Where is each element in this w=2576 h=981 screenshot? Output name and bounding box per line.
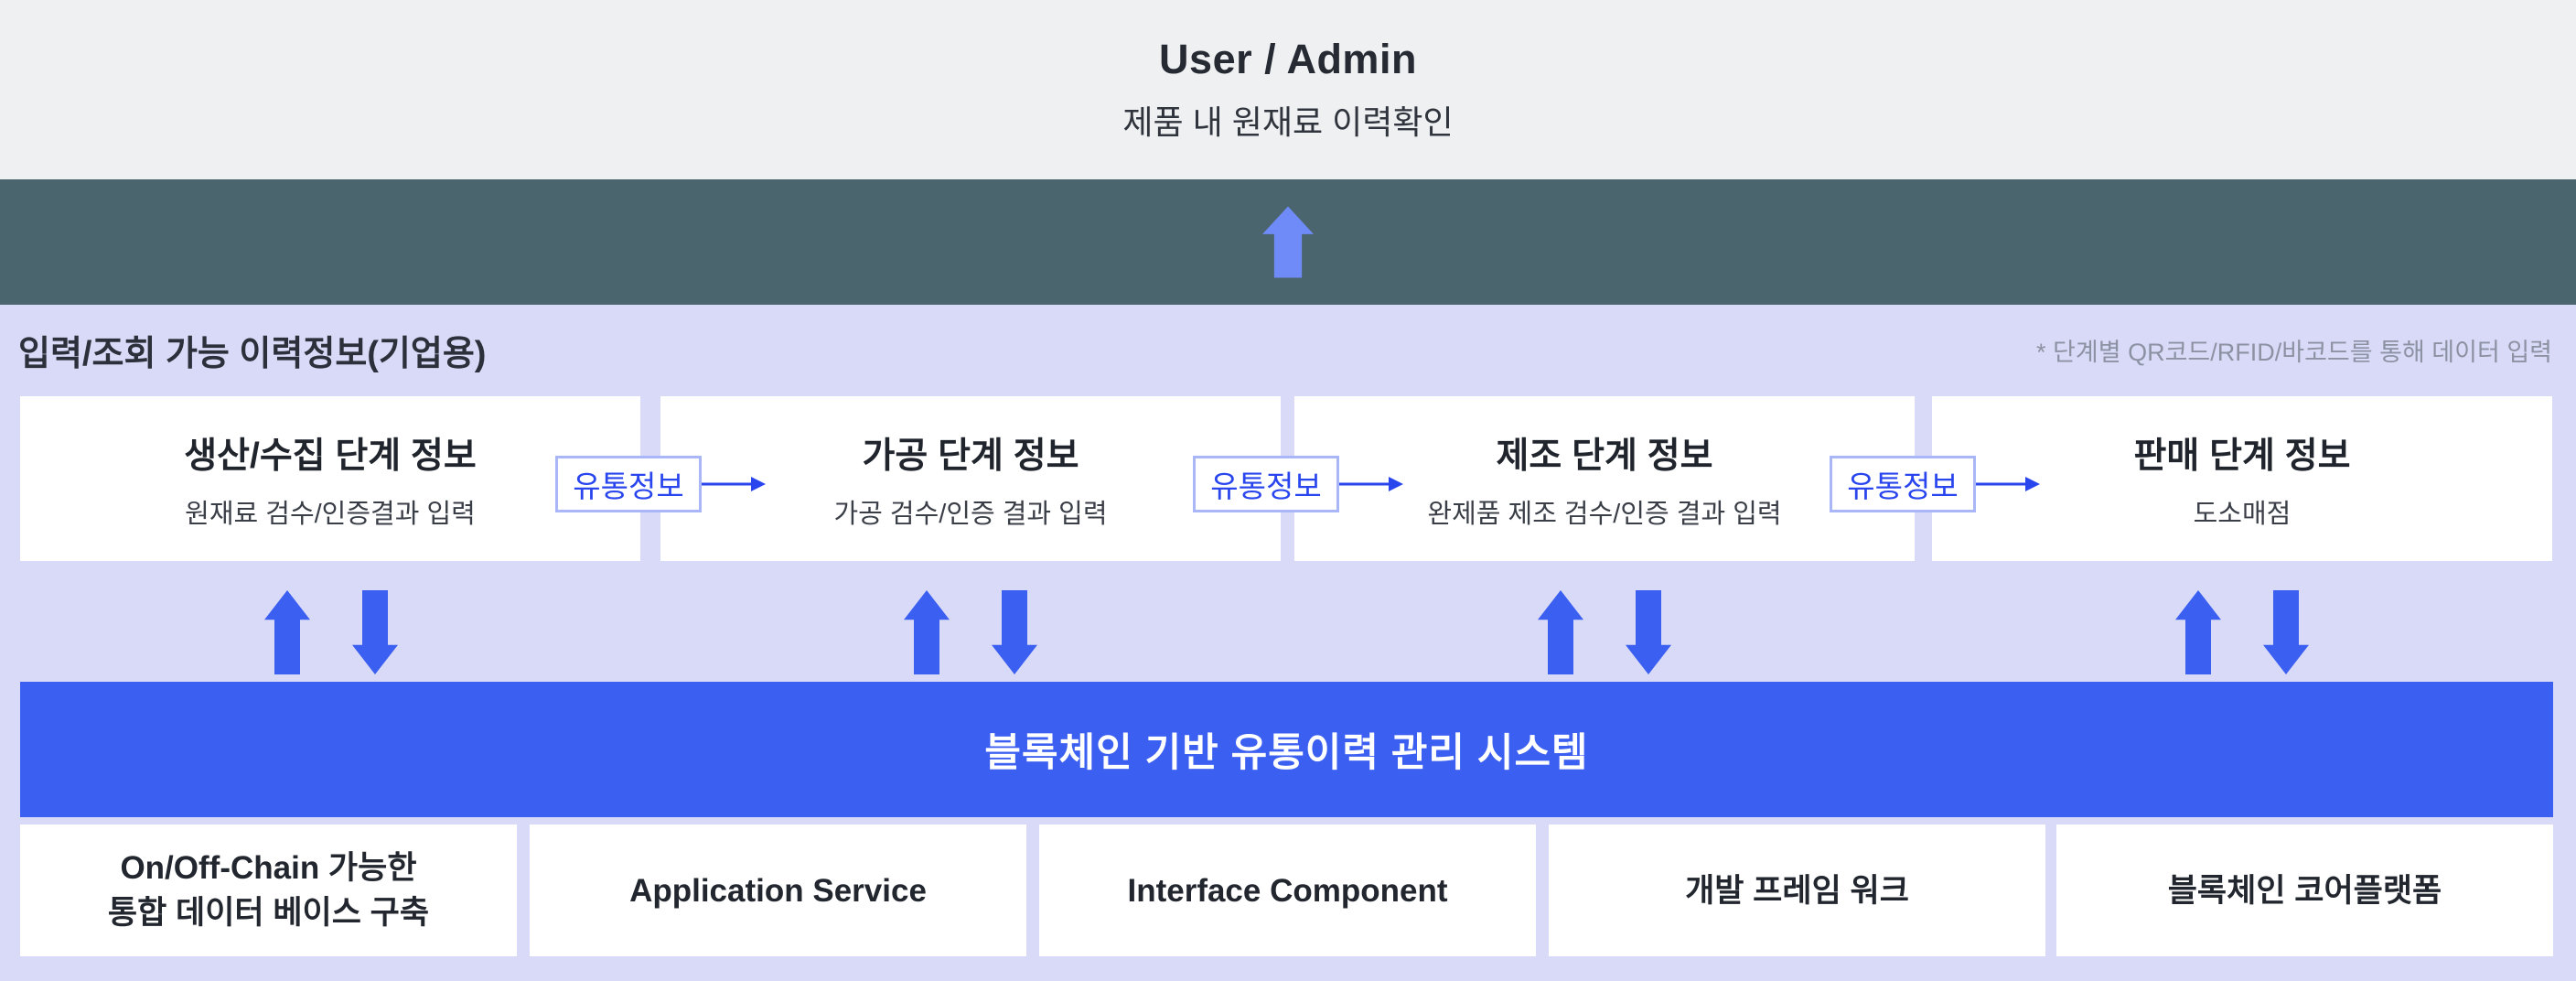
stage-subtitle: 가공 검수/인증 결과 입력: [833, 499, 1108, 529]
stage-title: 가공 단계 정보: [862, 436, 1079, 476]
right-arrow-icon: [1339, 477, 1403, 491]
component-label: 개발 프레임 워크: [1685, 872, 1909, 909]
down-arrow-icon: [1626, 590, 1671, 674]
query-flow-band: [0, 179, 2576, 305]
stage-title: 생산/수집 단계 정보: [184, 436, 477, 476]
down-arrow-icon: [992, 590, 1037, 674]
flow-connector: 유통정보: [1193, 456, 1403, 512]
stage-box-production: 생산/수집 단계 정보 원재료 검수/인증결과 입력: [20, 396, 640, 561]
stage-box-sales: 판매 단계 정보 도소매점: [1932, 396, 2552, 561]
sync-arrows: [1538, 590, 1671, 674]
up-arrow-icon: [1262, 206, 1314, 278]
component-box-blockchain-core: 블록체인 코어플랫폼: [2056, 825, 2553, 956]
user-admin-subtitle: 제품 내 원재료 이력확인: [1122, 103, 1454, 141]
up-arrow-icon: [2175, 590, 2221, 674]
stage-title: 판매 단계 정보: [2133, 436, 2351, 476]
component-label: Interface Component: [1127, 872, 1448, 909]
distribution-info-chip: 유통정보: [555, 456, 702, 512]
right-arrow-icon: [702, 477, 766, 491]
stage-box-processing: 가공 단계 정보 가공 검수/인증 결과 입력: [660, 396, 1281, 561]
sync-arrows: [2175, 590, 2309, 674]
up-arrow-icon: [1538, 590, 1583, 674]
right-arrow-icon: [1976, 477, 2040, 491]
enterprise-history-section: 입력/조회 가능 이력정보(기업용) * 단계별 QR코드/RFID/바코드를 …: [0, 305, 2576, 981]
user-admin-band: User / Admin 제품 내 원재료 이력확인: [0, 0, 2576, 179]
stage-subtitle: 도소매점: [2193, 499, 2292, 529]
distribution-info-chip: 유통정보: [1830, 456, 1976, 512]
blockchain-system-bar: 블록체인 기반 유통이력 관리 시스템: [20, 682, 2553, 817]
stage-box-manufacturing: 제조 단계 정보 완제품 제조 검수/인증 결과 입력: [1294, 396, 1915, 561]
component-box-interface-component: Interface Component: [1039, 825, 1536, 956]
down-arrow-icon: [352, 590, 398, 674]
user-admin-title: User / Admin: [1159, 36, 1417, 82]
flow-connector: 유통정보: [1830, 456, 2040, 512]
stage-title: 제조 단계 정보: [1496, 436, 1713, 476]
component-label: 블록체인 코어플랫폼: [2167, 872, 2442, 909]
up-arrow-icon: [264, 590, 310, 674]
component-box-dev-framework: 개발 프레임 워크: [1549, 825, 2045, 956]
distribution-info-chip: 유통정보: [1193, 456, 1339, 512]
down-arrow-icon: [2263, 590, 2309, 674]
component-box-database: On/Off-Chain 가능한 통합 데이터 베이스 구축: [20, 825, 517, 956]
section-title: 입력/조회 가능 이력정보(기업용): [18, 335, 487, 373]
sync-arrows: [904, 590, 1037, 674]
component-label: On/Off-Chain 가능한 통합 데이터 베이스 구축: [107, 850, 430, 931]
stage-subtitle: 완제품 제조 검수/인증 결과 입력: [1427, 499, 1782, 529]
flow-connector: 유통정보: [555, 456, 766, 512]
data-entry-note: * 단계별 QR코드/RFID/바코드를 통해 데이터 입력: [2036, 339, 2552, 366]
stage-subtitle: 원재료 검수/인증결과 입력: [185, 499, 476, 529]
up-arrow-icon: [904, 590, 950, 674]
component-box-application-service: Application Service: [530, 825, 1026, 956]
sync-arrows: [264, 590, 398, 674]
component-label: Application Service: [629, 872, 927, 909]
